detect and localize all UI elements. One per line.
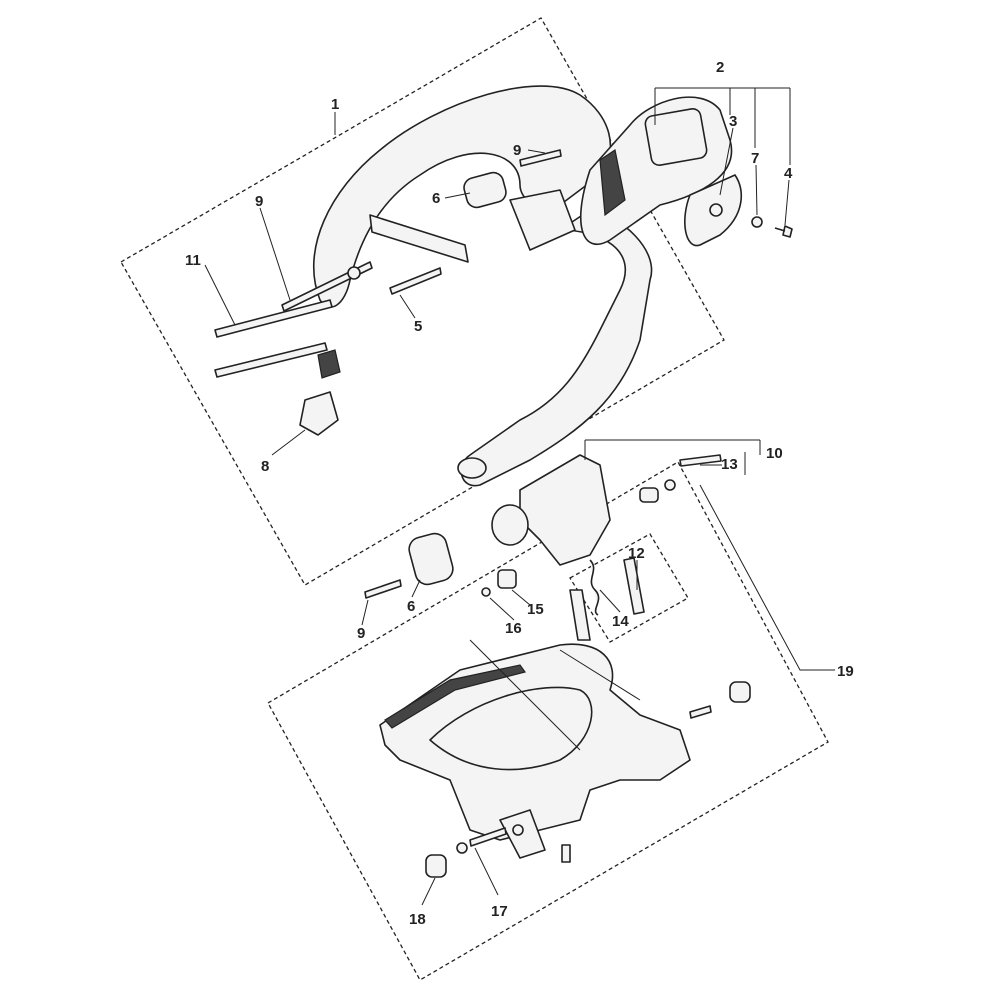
lower-mount (364, 454, 722, 641)
callout-16: 16 (505, 620, 522, 637)
callout-9-bottom: 9 (357, 625, 365, 642)
callout-13: 13 (721, 456, 738, 473)
callout-8: 8 (261, 458, 269, 475)
callout-18: 18 (409, 911, 426, 928)
grip-housing (509, 96, 793, 251)
callout-5: 5 (414, 318, 422, 335)
callout-7: 7 (751, 150, 759, 167)
callout-4: 4 (784, 165, 793, 182)
callout-2: 2 (716, 59, 724, 76)
callout-11: 11 (185, 252, 201, 269)
leader-lines (204, 87, 835, 906)
group-box-14 (569, 533, 689, 643)
callout-6-bottom: 6 (407, 598, 415, 615)
callout-6-top: 6 (432, 190, 440, 207)
group-box-1 (120, 17, 725, 586)
callout-15: 15 (527, 601, 544, 618)
callout-1: 1 (331, 96, 339, 113)
handle-tube (312, 85, 653, 487)
callout-9-left: 9 (255, 193, 263, 210)
callout-12: 12 (628, 545, 645, 562)
callout-17: 17 (491, 903, 508, 920)
callout-9-top: 9 (513, 142, 521, 159)
bracket-and-bolts (214, 149, 562, 378)
callout-labels: 1 2 3 7 4 9 6 9 11 5 8 10 13 12 6 9 15 1… (185, 59, 854, 928)
latch-part-8 (299, 349, 341, 436)
callout-19: 19 (837, 663, 854, 680)
callout-3: 3 (729, 113, 737, 130)
handguard (379, 643, 751, 878)
callout-10: 10 (766, 445, 783, 462)
callout-14: 14 (612, 613, 629, 630)
